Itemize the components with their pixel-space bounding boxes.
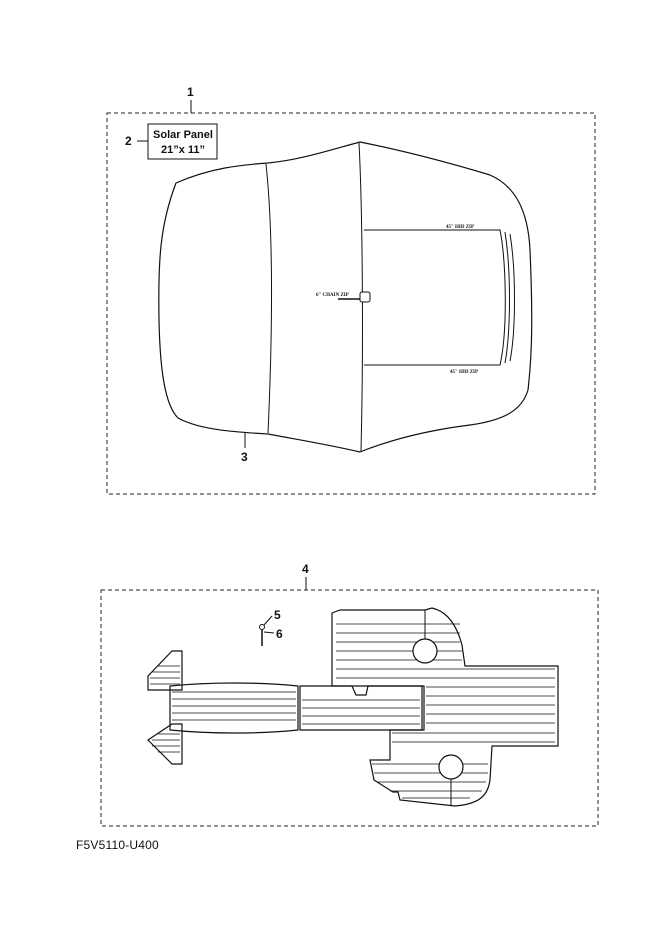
deck-cutout-top: [412, 638, 438, 664]
connector-mat: [299, 685, 423, 731]
step-pad-top: [147, 650, 183, 691]
deck-cutout-bottom: [438, 754, 464, 780]
hid-zip-top-label: 45" HID ZIP: [446, 225, 474, 230]
callout-5: 5: [274, 608, 281, 622]
callout-2: 2: [125, 134, 132, 148]
chain-zip-pull: [359, 291, 371, 303]
callout-3: 3: [241, 450, 248, 464]
walkway-mat: [169, 682, 299, 734]
zip-panel-inner-2: [509, 233, 515, 362]
step-pad-bottom: [147, 723, 183, 765]
callout-6-leader: [263, 631, 275, 634]
mat-assembly-group: 4 5 6: [100, 562, 599, 827]
solar-panel-size: 21”x 11”: [161, 144, 205, 156]
callout-4: 4: [302, 562, 309, 576]
washer-part-5: [259, 624, 265, 630]
cover-seam-left: [265, 163, 273, 434]
solar-panel-label-box: [147, 123, 218, 160]
chain-zip-label: 6" CHAIN ZIP: [316, 293, 349, 298]
zip-panel-inner-1: [504, 231, 510, 364]
mat-dashed-border: [100, 589, 599, 827]
zip-panel: [364, 229, 506, 366]
cover-seam-center: [358, 142, 363, 452]
deck-mat: [331, 607, 559, 807]
cover-outline: [158, 141, 533, 453]
callout-6: 6: [276, 627, 283, 641]
cover-dashed-border: [106, 112, 596, 495]
callout-1: 1: [187, 85, 194, 99]
hid-zip-bottom-label: 45" HID ZIP: [450, 370, 478, 375]
solar-panel-title: Solar Panel: [153, 129, 213, 141]
cover-assembly-group: 1 2 Solar Panel 21”x 11” 45" HID ZIP 45"…: [106, 85, 596, 495]
part-code: F5V5110-U400: [76, 838, 159, 852]
callout-5-leader: [263, 615, 273, 626]
